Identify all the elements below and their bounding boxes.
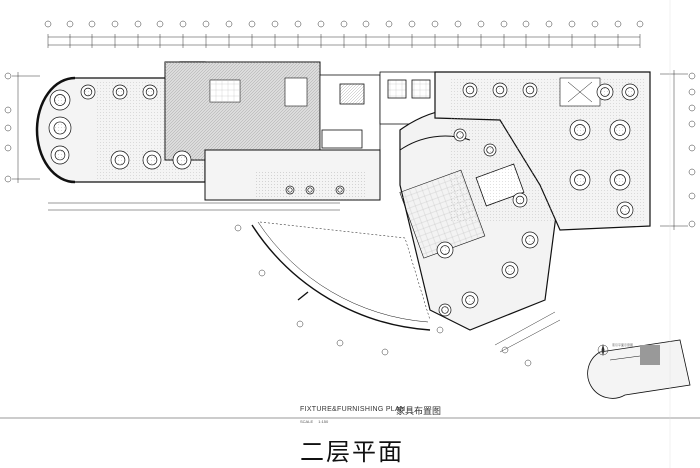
- terrace-arc: [251, 221, 431, 331]
- grid-bubble-icon: [66, 20, 74, 28]
- round-table-top: [515, 195, 525, 205]
- central-lobby: [164, 61, 321, 161]
- left-wing: [35, 61, 206, 184]
- round-table-top: [337, 187, 343, 193]
- grid-bubble-icon: [179, 20, 187, 28]
- inset-label: 索引平面示意图: [612, 343, 634, 347]
- top-grid-bubbles: [44, 20, 644, 28]
- round-table-top: [620, 205, 630, 215]
- round-tables: [48, 82, 639, 317]
- grid-bubble-icon: [134, 20, 142, 28]
- grid-bubble-icon: [44, 20, 52, 28]
- grid-bubble-icon: [636, 20, 644, 28]
- grid-bubble-icon: [317, 20, 325, 28]
- round-table-top: [525, 85, 535, 95]
- round-table-top: [465, 85, 475, 95]
- grid-bubble-icon: [294, 20, 302, 28]
- round-table-top: [574, 124, 586, 136]
- grid-bubble-icon: [591, 20, 599, 28]
- round-table-top: [505, 265, 515, 275]
- round-table-top: [525, 235, 535, 245]
- round-table-top: [53, 121, 67, 135]
- scale-value: 1:150: [318, 419, 329, 424]
- round-table-top: [465, 295, 475, 305]
- grid-bubble-icon: [111, 20, 119, 28]
- round-table-top: [54, 149, 66, 161]
- grid-bubble-icon: [500, 20, 508, 28]
- grid-bubble-icon: [568, 20, 576, 28]
- round-table-top: [441, 306, 449, 314]
- round-table-top: [146, 154, 158, 166]
- round-table-top: [574, 174, 586, 186]
- round-table-top: [83, 87, 93, 97]
- grid-bubble-icon: [431, 20, 439, 28]
- round-table-top: [287, 187, 293, 193]
- scale-label: SCALE 1:150: [300, 419, 328, 424]
- floor-title: 二层平面: [300, 438, 404, 466]
- round-table-top: [614, 124, 626, 136]
- compass-rose-icon: [597, 344, 609, 356]
- grid-bubble-icon: [202, 20, 210, 28]
- round-table-top: [600, 87, 610, 97]
- grid-bubble-icon: [340, 20, 348, 28]
- top-dimension-lines: [47, 34, 641, 48]
- left-grid-bubbles: [4, 72, 40, 183]
- grid-bubble-icon: [248, 20, 256, 28]
- east-wing: [434, 71, 651, 231]
- middle-wing: [204, 149, 381, 202]
- round-table-top: [307, 187, 313, 193]
- round-table-top: [486, 146, 494, 154]
- round-table-top: [625, 87, 635, 97]
- grid-bubble-icon: [454, 20, 462, 28]
- grid-bubble-icon: [385, 20, 393, 28]
- round-table-top: [145, 87, 155, 97]
- grid-bubble-icon: [545, 20, 553, 28]
- grid-bubble-icon: [362, 20, 370, 28]
- grid-bubble-icon: [271, 20, 279, 28]
- round-table-top: [176, 154, 188, 166]
- round-table-top: [456, 131, 464, 139]
- right-grid-bubbles: [660, 70, 696, 230]
- grid-bubble-icon: [522, 20, 530, 28]
- round-table-top: [495, 85, 505, 95]
- mid-dimension-lines: [48, 202, 340, 211]
- round-table-top: [115, 87, 125, 97]
- round-table-top: [114, 154, 126, 166]
- grid-bubble-icon: [614, 20, 622, 28]
- round-table-top: [440, 245, 450, 255]
- grid-bubble-icon: [408, 20, 416, 28]
- grid-bubble-icon: [156, 20, 164, 28]
- round-table-top: [54, 94, 66, 106]
- round-table-top: [614, 174, 626, 186]
- plan-title: FIXTURE&FURNISHING PLAN 家具布置图: [300, 404, 600, 418]
- grid-bubble-icon: [225, 20, 233, 28]
- plan-title-en: FIXTURE&FURNISHING PLAN: [300, 406, 406, 413]
- plan-title-cn: 家具布置图: [396, 407, 442, 417]
- se-dimension-lines: [494, 311, 561, 353]
- grid-bubble-icon: [477, 20, 485, 28]
- key-plan-inset: [587, 339, 691, 399]
- grid-bubble-icon: [88, 20, 96, 28]
- scale-word: SCALE: [300, 419, 314, 424]
